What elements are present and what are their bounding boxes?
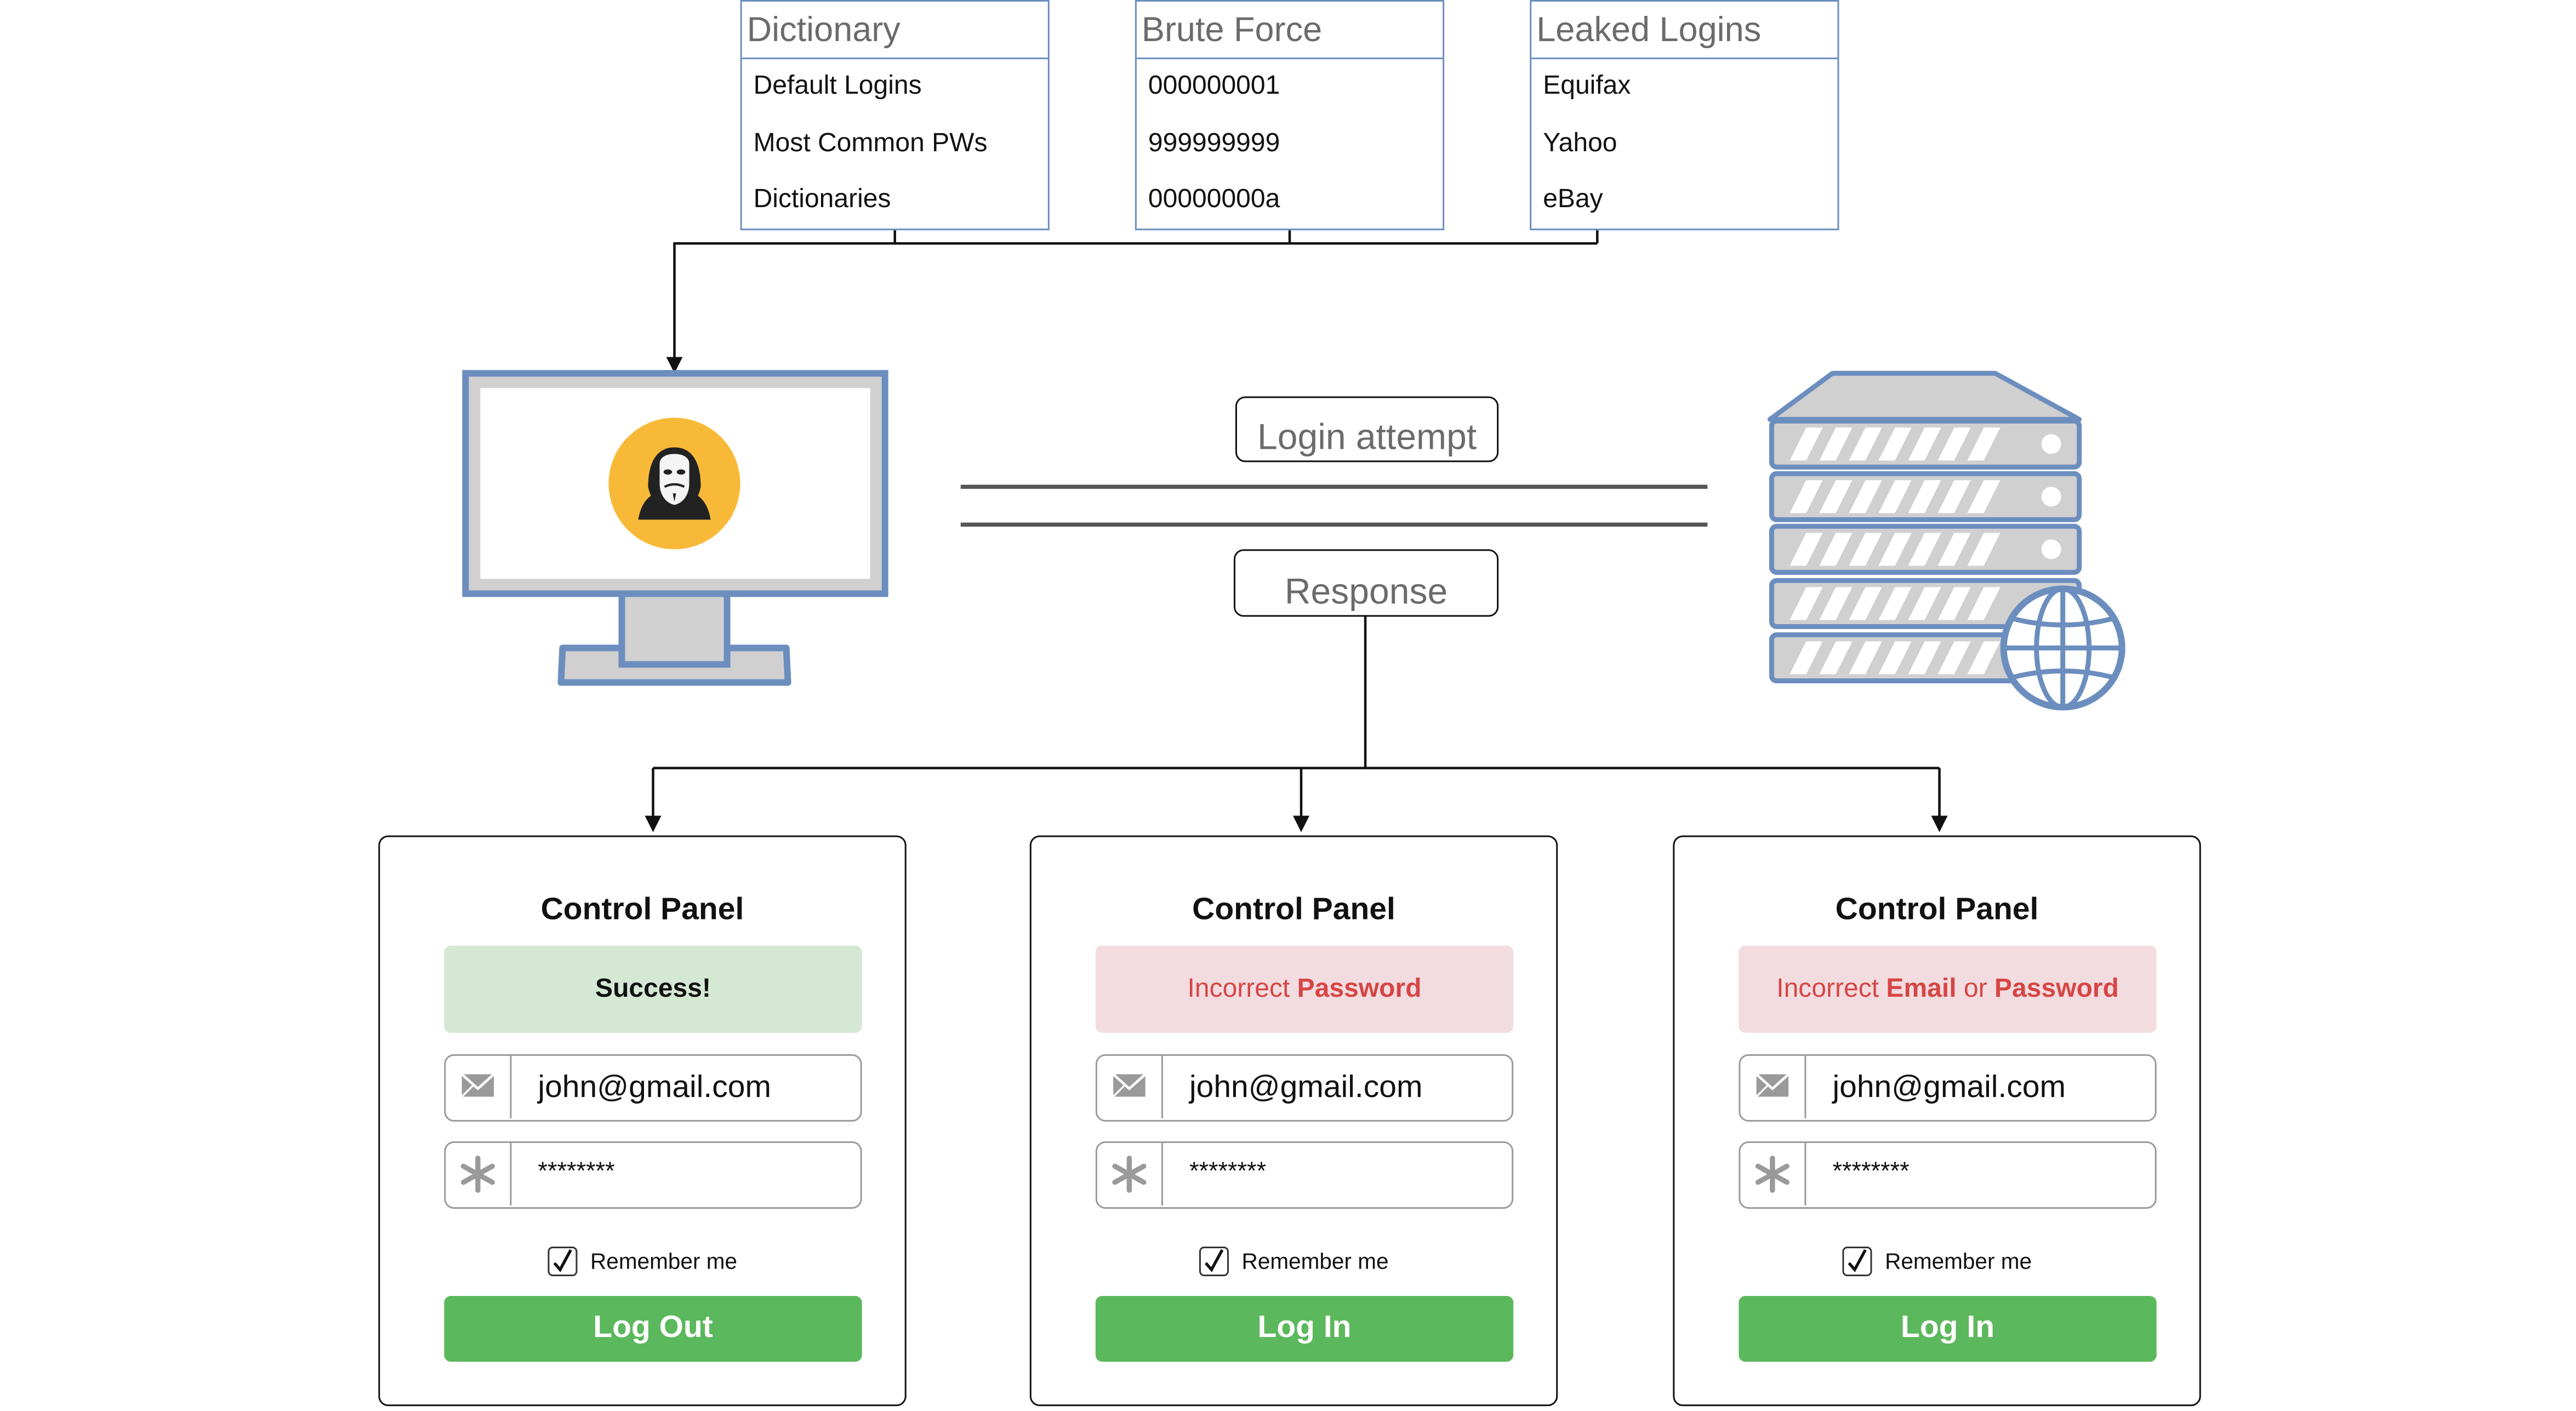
alert-strong-2: Password xyxy=(1994,975,2119,1003)
envelope-icon xyxy=(461,1055,512,1118)
envelope-icon xyxy=(1756,1055,1806,1118)
asterisk-icon xyxy=(460,1142,512,1206)
panel-title: Control Panel xyxy=(540,893,744,928)
asterisk-icon xyxy=(1112,1142,1163,1206)
password-field[interactable]: ******** xyxy=(1095,1141,1514,1209)
checkmark-icon xyxy=(1204,1249,1223,1272)
envelope-icon xyxy=(1112,1055,1163,1118)
server-rack-icon xyxy=(1767,370,2082,710)
server-unit xyxy=(1769,418,2082,470)
asterisk-icon xyxy=(1755,1142,1806,1206)
server-roof xyxy=(1767,370,2082,422)
checkmark-icon xyxy=(552,1249,572,1272)
brute-force-table: Brute Force 000000001 999999999 00000000… xyxy=(1135,0,1445,231)
password-field[interactable]: ******** xyxy=(444,1141,862,1209)
log-in-button[interactable]: Log In xyxy=(1095,1296,1514,1362)
email-field[interactable]: john@gmail.com xyxy=(444,1054,862,1122)
login-panel-wrong-password: Control Panel Incorrect Password john@gm… xyxy=(1029,835,1558,1407)
alert-strong: Password xyxy=(1297,975,1422,1003)
list-item: 000000001 xyxy=(1148,72,1280,101)
remember-label: Remember me xyxy=(1241,1249,1389,1274)
password-value: ******** xyxy=(1832,1157,1910,1186)
table-title: Brute Force xyxy=(1136,2,1443,60)
email-value: john@gmail.com xyxy=(1189,1070,1423,1105)
panel-title: Control Panel xyxy=(1192,893,1395,928)
list-item: Default Logins xyxy=(753,72,922,101)
monitor-icon xyxy=(462,370,888,686)
error-alert: Incorrect Password xyxy=(1095,945,1514,1033)
login-attempt-label: Login attempt xyxy=(1235,396,1499,462)
password-field[interactable]: ******** xyxy=(1739,1141,2157,1209)
remember-me-row[interactable]: Remember me xyxy=(1031,1246,1556,1283)
email-field[interactable]: john@gmail.com xyxy=(1095,1054,1514,1122)
alert-prefix: Incorrect xyxy=(1776,975,1887,1003)
error-alert: Incorrect Email or Password xyxy=(1739,945,2157,1033)
list-item: Yahoo xyxy=(1543,129,1617,157)
alert-strong: Email xyxy=(1886,975,1957,1003)
log-in-button[interactable]: Log In xyxy=(1739,1296,2157,1362)
remember-label: Remember me xyxy=(590,1249,738,1274)
anonymous-hacker-icon xyxy=(608,418,740,550)
list-item: 00000000a xyxy=(1148,186,1280,214)
log-out-button[interactable]: Log Out xyxy=(444,1296,862,1362)
alert-prefix: Incorrect xyxy=(1187,975,1297,1003)
globe-icon xyxy=(2000,585,2125,711)
remember-me-row[interactable]: Remember me xyxy=(1674,1246,2199,1283)
response-label: Response xyxy=(1233,549,1499,617)
list-item: 999999999 xyxy=(1148,129,1280,157)
alert-middle: or xyxy=(1956,975,1994,1003)
email-field[interactable]: john@gmail.com xyxy=(1739,1054,2157,1122)
password-value: ******** xyxy=(538,1157,615,1186)
email-value: john@gmail.com xyxy=(538,1070,772,1105)
login-panel-wrong-email: Control Panel Incorrect Email or Passwor… xyxy=(1673,835,2201,1407)
checkmark-icon xyxy=(1848,1249,1867,1272)
list-item: Dictionaries xyxy=(753,186,891,214)
list-item: eBay xyxy=(1543,186,1603,214)
sources-to-attacker-arrow xyxy=(666,242,1598,374)
password-value: ******** xyxy=(1189,1157,1267,1186)
dictionary-table: Dictionary Default Logins Most Common PW… xyxy=(740,0,1050,231)
remember-checkbox[interactable] xyxy=(1199,1246,1229,1277)
table-title: Dictionary xyxy=(742,2,1048,60)
monitor-stand xyxy=(618,589,731,668)
remember-checkbox[interactable] xyxy=(1842,1246,1872,1277)
email-value: john@gmail.com xyxy=(1832,1070,2066,1105)
leaked-logins-table: Leaked Logins Equifax Yahoo eBay xyxy=(1530,0,1839,231)
panel-title: Control Panel xyxy=(1835,893,2039,928)
remember-label: Remember me xyxy=(1885,1249,2032,1274)
list-item: Most Common PWs xyxy=(753,129,988,157)
success-alert: Success! xyxy=(444,945,862,1033)
login-panel-success: Control Panel Success! john@gmail.com **… xyxy=(378,835,907,1407)
source-drop-lines xyxy=(893,230,1599,244)
remember-me-row[interactable]: Remember me xyxy=(380,1246,904,1283)
list-item: Equifax xyxy=(1543,72,1631,101)
remember-checkbox[interactable] xyxy=(548,1246,578,1277)
table-title: Leaked Logins xyxy=(1531,2,1838,60)
